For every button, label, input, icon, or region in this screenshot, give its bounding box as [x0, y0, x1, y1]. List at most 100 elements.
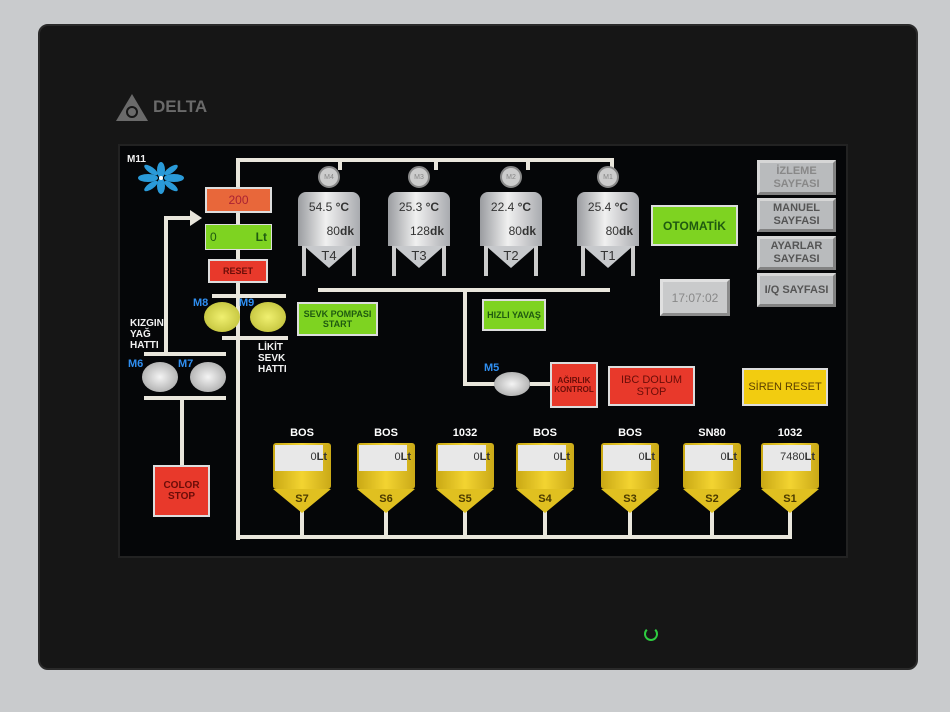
- clock-display: 17:07:02: [660, 279, 730, 316]
- silo-level-window: [438, 445, 486, 471]
- automatic-mode-button[interactable]: OTOMATİK: [651, 205, 738, 246]
- arrow-right-icon: [190, 210, 202, 226]
- silo-s5[interactable]: 1032 0Lt S5: [436, 427, 494, 515]
- volume-value: 0: [310, 451, 317, 463]
- mixer-motor-icon[interactable]: M3: [408, 166, 430, 188]
- volume-value: 0: [473, 451, 480, 463]
- duration-value: 80: [508, 224, 522, 238]
- tank-leg: [442, 244, 446, 276]
- volume-unit: Lt: [804, 451, 815, 463]
- tank-name: T1: [600, 248, 616, 263]
- weight-control-button[interactable]: AĞIRLIK KONTROL: [550, 362, 598, 408]
- silo-level-window: [685, 445, 733, 471]
- color-stop-button[interactable]: COLOR STOP: [153, 465, 210, 517]
- tank-t1[interactable]: 25.4 °C 80dk T1: [577, 186, 639, 278]
- fan-label: M11: [127, 154, 146, 165]
- nav-settings-page[interactable]: AYARLAR SAYFASI: [757, 236, 836, 270]
- silo-cone: [516, 489, 574, 513]
- nav-monitor-page[interactable]: İZLEME SAYFASI: [757, 160, 836, 195]
- pipe: [338, 158, 342, 170]
- silo-s3[interactable]: BOS 0Lt S3: [601, 427, 659, 515]
- volume-value: 0: [720, 451, 727, 463]
- duration-value: 80: [326, 224, 340, 238]
- pipe: [610, 158, 614, 170]
- silo-level-window: [763, 445, 811, 471]
- silo-s6[interactable]: BOS 0Lt S6: [357, 427, 415, 515]
- pump-m5-icon[interactable]: [494, 372, 530, 396]
- silo-level-window: [275, 445, 323, 471]
- silo-s4[interactable]: BOS 0Lt S4: [516, 427, 574, 515]
- duration-value: 128: [409, 224, 430, 238]
- silo-volume: 0Lt: [638, 451, 655, 463]
- setpoint-input[interactable]: 200: [205, 187, 272, 213]
- siren-reset-button[interactable]: SİREN RESET: [742, 368, 828, 406]
- tank-cone: [583, 246, 633, 268]
- tank-t3[interactable]: 25.3 °C 128dk T3: [388, 186, 450, 278]
- silo-name: S2: [705, 493, 719, 505]
- silo-s7[interactable]: BOS 0Lt S7: [273, 427, 331, 515]
- tank-leg: [631, 244, 635, 276]
- silo-name: S4: [538, 493, 552, 505]
- mixer-motor-icon[interactable]: M1: [597, 166, 619, 188]
- mixer-motor-icon[interactable]: M4: [318, 166, 340, 188]
- pipe: [180, 398, 184, 466]
- fast-slow-button[interactable]: HIZLI YAVAŞ: [482, 299, 546, 331]
- nav-manual-page[interactable]: MANUEL SAYFASI: [757, 198, 836, 232]
- pump-m8-icon[interactable]: [204, 302, 240, 332]
- silo-volume: 0Lt: [720, 451, 737, 463]
- silo-product: BOS: [290, 427, 314, 439]
- duration-unit: dk: [618, 224, 633, 238]
- silo-cone: [273, 489, 331, 513]
- tank-t2[interactable]: 22.4 °C 80dk T2: [480, 186, 542, 278]
- silo-product: 1032: [452, 427, 478, 439]
- pump-m6-label: M6: [128, 358, 144, 370]
- duration-unit: dk: [429, 224, 444, 238]
- tank-duration: 80dk: [480, 224, 542, 238]
- pump-m9-icon[interactable]: [250, 302, 286, 332]
- pipe: [628, 510, 632, 537]
- nav-io-page[interactable]: I/Q SAYFASI: [757, 273, 836, 307]
- tank-cone: [394, 246, 444, 268]
- fan-icon[interactable]: [138, 162, 184, 194]
- pipe: [543, 510, 547, 537]
- silo-name: S7: [295, 493, 309, 505]
- silo-name: S6: [379, 493, 393, 505]
- silo-cone: [683, 489, 741, 513]
- pipe: [526, 158, 530, 170]
- tank-name: T4: [321, 248, 337, 263]
- silo-volume: 7480Lt: [780, 451, 815, 463]
- tank-cone: [486, 246, 536, 268]
- silo-name: S1: [783, 493, 797, 505]
- tank-duration: 80dk: [298, 224, 360, 238]
- tank-leg: [352, 244, 356, 276]
- pipe: [710, 510, 714, 537]
- tank-duration: 128dk: [388, 224, 450, 238]
- pump-m6-icon[interactable]: [142, 362, 178, 392]
- silo-name: S5: [458, 493, 472, 505]
- pipe: [463, 288, 467, 386]
- pipe: [164, 216, 192, 220]
- delta-logo: DELTA: [115, 92, 207, 122]
- transfer-pump-start-button[interactable]: SEVK POMPASI START: [297, 302, 378, 336]
- tank-t4[interactable]: 54.5 °C 80dk T4: [298, 186, 360, 278]
- silo-product: SN80: [698, 427, 726, 439]
- silo-cone: [601, 489, 659, 513]
- duration-unit: dk: [339, 224, 354, 238]
- silo-volume: 0Lt: [473, 451, 490, 463]
- volume-value: 0: [394, 451, 401, 463]
- silo-volume: 0Lt: [553, 451, 570, 463]
- ibc-fill-stop-button[interactable]: IBC DOLUM STOP: [608, 366, 695, 406]
- temperature-unit: °C: [335, 200, 350, 214]
- hot-oil-line-label: KIZGIN YAĞ HATTI: [130, 318, 164, 351]
- volume-unit: Lt: [559, 451, 570, 463]
- silo-s1[interactable]: 1032 7480Lt S1: [761, 427, 819, 515]
- liquid-line-label: LİKİT SEVK HATTI: [258, 342, 287, 375]
- reset-button[interactable]: RESET: [208, 259, 268, 283]
- mixer-motor-icon[interactable]: M2: [500, 166, 522, 188]
- volume-value: 0: [638, 451, 645, 463]
- volume-unit: Lt: [479, 451, 490, 463]
- silo-s2[interactable]: SN80 0Lt S2: [683, 427, 741, 515]
- pump-m7-icon[interactable]: [190, 362, 226, 392]
- volume-unit: Lt: [316, 451, 327, 463]
